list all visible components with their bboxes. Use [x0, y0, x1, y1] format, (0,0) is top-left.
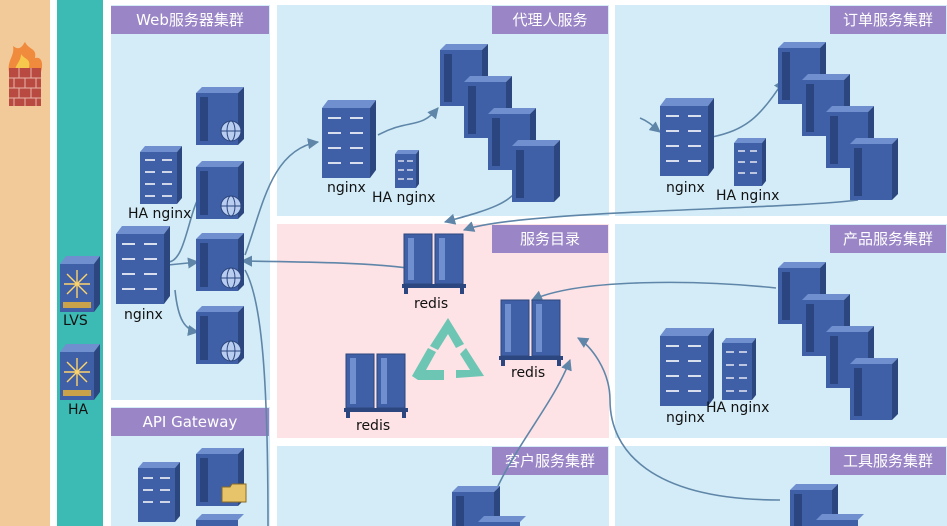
order-server-4-icon — [850, 138, 898, 200]
web-cluster-title: Web服务器集群 — [111, 6, 269, 34]
web-ha-nginx-icon — [140, 146, 182, 204]
product-server-1-icon — [778, 262, 826, 324]
order-ha-nginx-icon — [734, 138, 766, 186]
ha-label: HA — [68, 402, 89, 418]
proxy-service-title: 代理人服务 — [492, 6, 608, 34]
folder-icon — [221, 483, 247, 503]
product-ha-nginx-icon — [722, 338, 756, 400]
link-order-nginx-to-servers — [711, 79, 785, 138]
lvs-switch-icon — [60, 256, 100, 312]
order-nginx-icon — [660, 98, 714, 176]
web-ha-nginx-label: HA nginx — [128, 206, 192, 222]
order-cluster-title: 订单服务集群 — [830, 6, 946, 34]
lvs-label: LVS — [63, 313, 88, 329]
proxy-nginx-label: nginx — [327, 180, 366, 196]
tool-cluster-title: 工具服务集群 — [830, 447, 946, 475]
link-web-nginx-to-server-3 — [174, 289, 200, 336]
redis-3-icon — [344, 353, 408, 418]
tool-server-2-icon — [816, 514, 864, 526]
globe-icon — [220, 340, 242, 362]
link-web-nginx-to-server-2 — [167, 257, 200, 269]
redis-2-icon — [499, 299, 563, 366]
order-nginx-label: nginx — [666, 180, 705, 196]
link-order-to-redis — [462, 199, 859, 232]
redis-3-label: redis — [356, 418, 391, 434]
link-tool-to-redis — [577, 337, 781, 501]
firewall-icon — [8, 42, 43, 106]
link-proxy-nginx-to-servers — [377, 107, 439, 136]
proxy-ha-nginx-label: HA nginx — [372, 190, 436, 206]
link-customer-to-redis — [497, 358, 572, 487]
link-web-downward — [244, 269, 269, 526]
globe-icon — [220, 120, 242, 142]
link-web-to-proxy-nginx — [244, 138, 320, 256]
ha-switch-icon — [60, 344, 100, 400]
product-cluster-title: 产品服务集群 — [830, 225, 946, 253]
customer-cluster-title: 客户服务集群 — [492, 447, 608, 475]
api-gateway-title: API Gateway — [111, 408, 269, 436]
product-nginx-icon — [660, 328, 714, 406]
globe-icon — [220, 267, 242, 289]
proxy-ha-nginx-icon — [395, 150, 419, 188]
link-product-to-redis — [530, 281, 777, 301]
web-nginx-label: nginx — [124, 307, 163, 323]
customer-server-2-icon — [478, 516, 526, 526]
product-ha-nginx-label: HA nginx — [706, 400, 770, 416]
proxy-nginx-icon — [322, 100, 376, 178]
redis-2-label: redis — [511, 365, 546, 381]
service-directory-title: 服务目录 — [492, 225, 608, 253]
recycle-icon — [412, 318, 484, 380]
redis-1-label: redis — [414, 296, 449, 312]
order-ha-nginx-label: HA nginx — [716, 188, 780, 204]
link-proxy-servers-to-redis — [443, 184, 521, 225]
redis-1-icon — [402, 233, 466, 294]
link-redis-to-web — [240, 255, 409, 269]
link-order-inbound — [639, 117, 661, 133]
api-gateway-router-icon — [138, 462, 180, 522]
product-server-4-icon — [850, 358, 898, 420]
product-nginx-label: nginx — [666, 410, 705, 426]
proxy-server-4-icon — [512, 140, 560, 202]
globe-icon — [220, 195, 242, 217]
web-nginx-icon — [116, 226, 170, 304]
api-gateway-server-2-icon — [196, 514, 244, 526]
